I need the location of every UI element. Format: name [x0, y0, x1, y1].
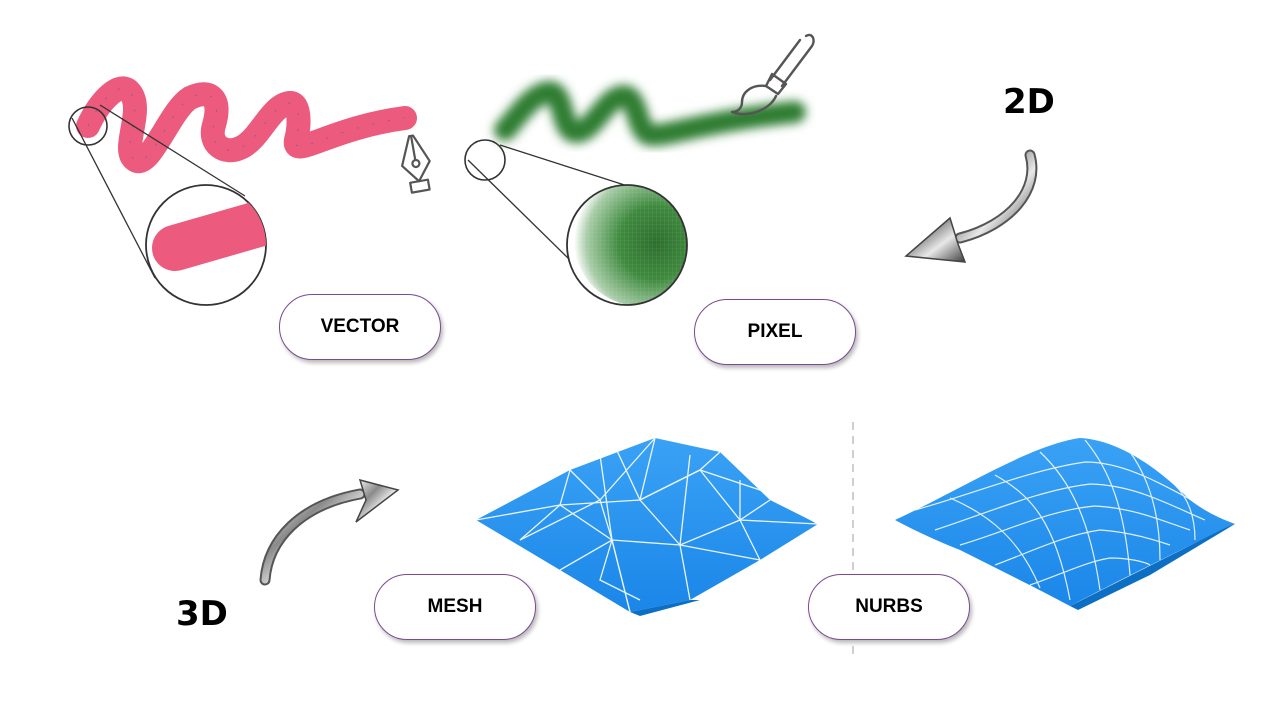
paintbrush-icon [730, 33, 815, 116]
zoom-source-circle [464, 139, 506, 181]
vector-illustration [68, 76, 417, 306]
zoom-line [499, 144, 641, 191]
pixel-label-pill: PIXEL [694, 299, 856, 365]
nurbs-surface [895, 438, 1235, 610]
pen-nib-icon [401, 134, 431, 194]
zoom-line [467, 159, 571, 261]
curved-arrow-2d-icon [904, 149, 1038, 263]
pixel-illustration [464, 81, 806, 306]
mesh-surface [475, 437, 819, 616]
label-3d: 3D [176, 594, 228, 634]
pixel-stroke [494, 81, 806, 147]
vector-stroke [76, 76, 417, 174]
zoom-source-circle [68, 106, 108, 146]
label-2d: 2D [1003, 82, 1055, 122]
vector-label-pill: VECTOR [279, 294, 441, 360]
mesh-label-pill: MESH [374, 574, 536, 640]
curved-arrow-3d-icon [259, 478, 400, 586]
zoom-line [71, 117, 156, 279]
nurbs-label-pill: NURBS [808, 574, 970, 640]
zoom-line [99, 104, 246, 197]
